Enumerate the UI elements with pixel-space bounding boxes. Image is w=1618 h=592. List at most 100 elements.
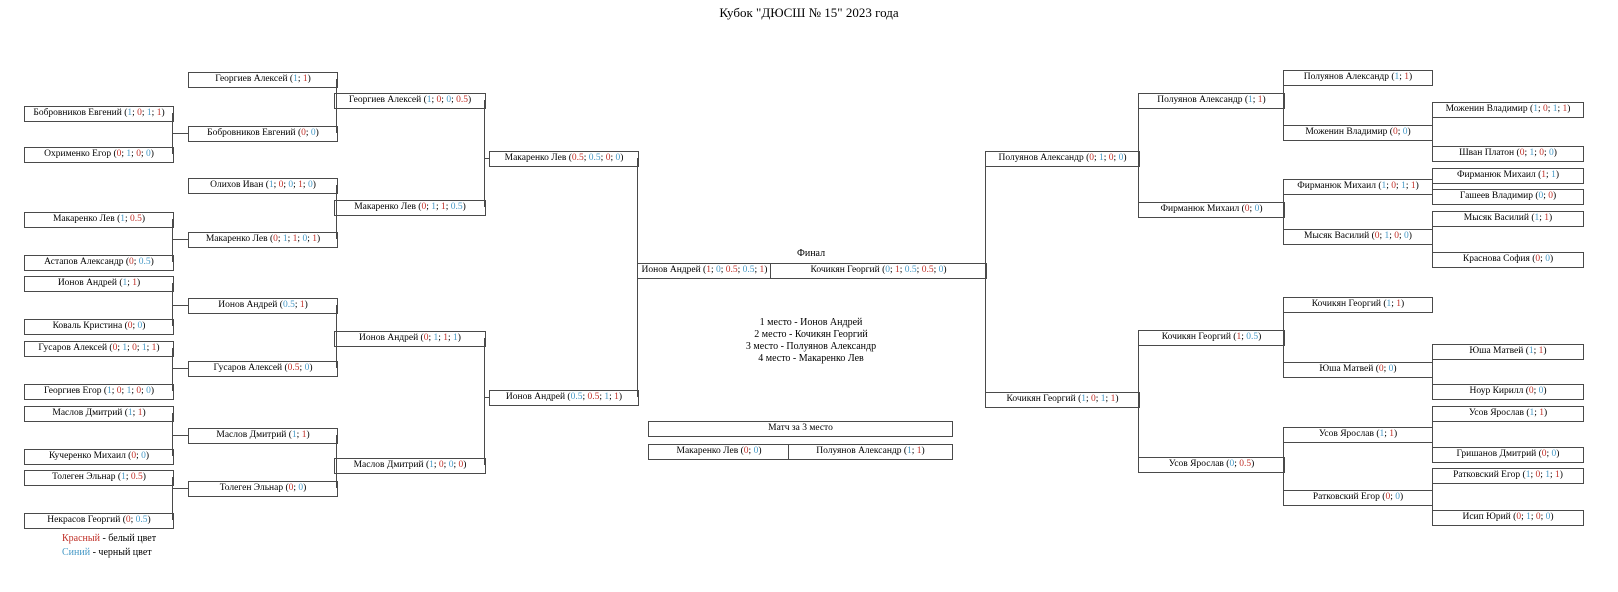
player-box: Мысяк Василий (1; 1) bbox=[1432, 211, 1584, 227]
connector-line bbox=[336, 185, 337, 239]
player-box: Усов Ярослав (1; 1) bbox=[1283, 427, 1433, 443]
player-box: Макаренко Лев (0; 1; 1; 0; 1) bbox=[188, 232, 338, 248]
player-box: Фирманюк Михаил (0; 0) bbox=[1138, 202, 1285, 218]
connector-line bbox=[172, 413, 173, 456]
player-box: Ратковский Егор (1; 0; 1; 1) bbox=[1432, 468, 1584, 484]
connector-line bbox=[1432, 218, 1433, 259]
connector-line bbox=[1283, 77, 1284, 132]
final-player-left-cell: Ионов Андрей (1; 0; 0.5; 0.5; 1) bbox=[637, 263, 772, 279]
connector-line bbox=[172, 239, 188, 240]
standings-line-4: 4 место - Макаренко Лев bbox=[758, 353, 864, 364]
connector-line bbox=[1432, 413, 1433, 454]
player-box: Коваль Кристина (0; 0) bbox=[24, 319, 174, 335]
standings-line-1: 1 место - Ионов Андрей bbox=[759, 317, 863, 328]
player-box: Маслов Дмитрий (1; 1) bbox=[24, 406, 174, 422]
connector-line bbox=[985, 158, 986, 399]
player-box: Георгиев Алексей (1; 1) bbox=[188, 72, 338, 88]
player-box: Фирманюк Михаил (1; 0; 1; 1) bbox=[1283, 179, 1433, 195]
connector-line bbox=[172, 368, 188, 369]
player-box: Астапов Александр (0; 0.5) bbox=[24, 255, 174, 271]
legend-blue-line: Синий - черный цвет bbox=[62, 547, 152, 558]
legend-blue-text: - черный цвет bbox=[90, 547, 152, 558]
player-box: Юша Матвей (0; 0) bbox=[1283, 362, 1433, 378]
page-title: Кубок "ДЮСШ № 15" 2023 года bbox=[719, 5, 899, 20]
player-box: Юша Матвей (1; 1) bbox=[1432, 344, 1584, 360]
third-place-left-cell: Макаренко Лев (0; 0) bbox=[648, 444, 790, 460]
player-box: Ноур Кирилл (0; 0) bbox=[1432, 384, 1584, 400]
connector-line bbox=[484, 100, 485, 207]
connector-line bbox=[172, 477, 173, 520]
player-box: Маслов Дмитрий (1; 0; 0; 0) bbox=[334, 458, 486, 474]
player-box: Кочикян Георгий (1; 0.5) bbox=[1138, 330, 1285, 346]
player-box: Усов Ярослав (1; 1) bbox=[1432, 406, 1584, 422]
connector-line bbox=[172, 348, 173, 391]
connector-line bbox=[172, 219, 173, 262]
player-box: Гашеев Владимир (0; 0) bbox=[1432, 189, 1584, 205]
connector-line bbox=[1283, 304, 1284, 369]
connector-line bbox=[336, 79, 337, 133]
player-box: Кочикян Георгий (1; 0; 1; 1) bbox=[985, 392, 1140, 408]
player-box: Краснова София (0; 0) bbox=[1432, 252, 1584, 268]
legend-red-line: Красный - белый цвет bbox=[62, 533, 156, 544]
connector-line bbox=[484, 397, 489, 398]
standings-line-3: 3 место - Полуянов Александр bbox=[745, 341, 877, 352]
connector-line bbox=[484, 338, 485, 465]
connector-line bbox=[172, 283, 173, 326]
player-box: Гришанов Дмитрий (0; 0) bbox=[1432, 447, 1584, 463]
player-box: Георгиев Егор (1; 0; 1; 0; 0) bbox=[24, 384, 174, 400]
player-box: Толеген Эльнар (1; 0.5) bbox=[24, 470, 174, 486]
player-box: Ионов Андрей (0.5; 1) bbox=[188, 298, 338, 314]
third-place-header: Матч за 3 место bbox=[648, 421, 953, 437]
connector-line bbox=[1432, 351, 1433, 391]
connector-line bbox=[1138, 337, 1139, 464]
legend-blue-term: Синий bbox=[62, 547, 91, 558]
connector-line bbox=[1138, 100, 1139, 209]
player-box: Мысяк Василий (0; 1; 0; 0) bbox=[1283, 229, 1433, 245]
connector-line bbox=[172, 488, 188, 489]
connector-line bbox=[484, 158, 489, 159]
player-box: Ионов Андрей (1; 1) bbox=[24, 276, 174, 292]
connector-line bbox=[336, 435, 337, 488]
player-box: Макаренко Лев (1; 0.5) bbox=[24, 212, 174, 228]
player-box: Полуянов Александр (1; 1) bbox=[1283, 70, 1433, 86]
final-player-right-cell: Кочикян Георгий (0; 1; 0.5; 0.5; 0) bbox=[770, 263, 987, 279]
connector-line bbox=[1432, 475, 1433, 517]
connector-line bbox=[1283, 186, 1284, 236]
connector-line bbox=[1432, 175, 1433, 196]
connector-line bbox=[1432, 109, 1433, 153]
connector-line bbox=[172, 305, 188, 306]
player-box: Шван Платон (0; 1; 0; 0) bbox=[1432, 146, 1584, 162]
player-box: Ионов Андрей (0; 1; 1; 1) bbox=[334, 331, 486, 347]
connector-line bbox=[637, 158, 638, 397]
connector-line bbox=[1283, 434, 1284, 497]
legend-red-text: - белый цвет bbox=[99, 533, 157, 544]
player-box: Полуянов Александр (1; 1) bbox=[1138, 93, 1285, 109]
player-box: Моженин Владимир (1; 0; 1; 1) bbox=[1432, 102, 1584, 118]
player-box: Ратковский Егор (0; 0) bbox=[1283, 490, 1433, 506]
player-box: Макаренко Лев (0.5; 0.5; 0; 0) bbox=[489, 151, 639, 167]
player-box: Георгиев Алексей (1; 0; 0; 0.5) bbox=[334, 93, 486, 109]
player-box: Усов Ярослав (0; 0.5) bbox=[1138, 457, 1285, 473]
player-box: Бобровников Евгений (0; 0) bbox=[188, 126, 338, 142]
player-box: Макаренко Лев (0; 1; 1; 0.5) bbox=[334, 200, 486, 216]
player-box: Бобровников Евгений (1; 0; 1; 1) bbox=[24, 106, 174, 122]
connector-line bbox=[172, 435, 188, 436]
player-box: Гусаров Алексей (0; 1; 0; 1; 1) bbox=[24, 341, 174, 357]
player-box: Кочикян Георгий (1; 1) bbox=[1283, 297, 1433, 313]
player-box: Олихов Иван (1; 0; 0; 1; 0) bbox=[188, 178, 338, 194]
player-box: Толеген Эльнар (0; 0) bbox=[188, 481, 338, 497]
player-box: Ионов Андрей (0.5; 0.5; 1; 1) bbox=[489, 390, 639, 406]
player-box: Фирманюк Михаил (1; 1) bbox=[1432, 168, 1584, 184]
player-box: Полуянов Александр (0; 1; 0; 0) bbox=[985, 151, 1140, 167]
connector-line bbox=[172, 133, 188, 134]
player-box: Кучеренко Михаил (0; 0) bbox=[24, 449, 174, 465]
player-box: Моженин Владимир (0; 0) bbox=[1283, 125, 1433, 141]
player-box: Исип Юрий (0; 1; 0; 0) bbox=[1432, 510, 1584, 526]
standings-line-2: 2 место - Кочикян Георгий bbox=[754, 329, 868, 340]
player-box: Маслов Дмитрий (1; 1) bbox=[188, 428, 338, 444]
player-box: Некрасов Георгий (0; 0.5) bbox=[24, 513, 174, 529]
standings-list: 1 место - Ионов Андрей 2 место - Кочикян… bbox=[637, 317, 985, 365]
third-place-right-cell: Полуянов Александр (1; 1) bbox=[788, 444, 953, 460]
player-box: Охрименко Егор (0; 1; 0; 0) bbox=[24, 147, 174, 163]
